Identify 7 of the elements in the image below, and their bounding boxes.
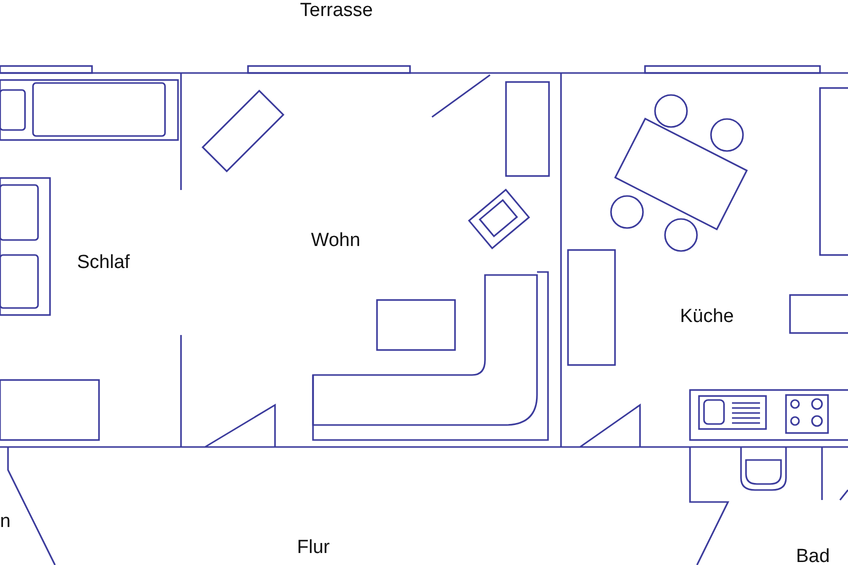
room-label: Flur: [297, 538, 330, 557]
room-label: Wohn: [311, 231, 360, 250]
room-label: Küche: [680, 307, 734, 326]
room-label: Schlaf: [77, 253, 130, 272]
room-label: Bad: [796, 547, 830, 565]
room-label: Terrasse: [300, 1, 373, 20]
room-label: n: [0, 512, 11, 531]
